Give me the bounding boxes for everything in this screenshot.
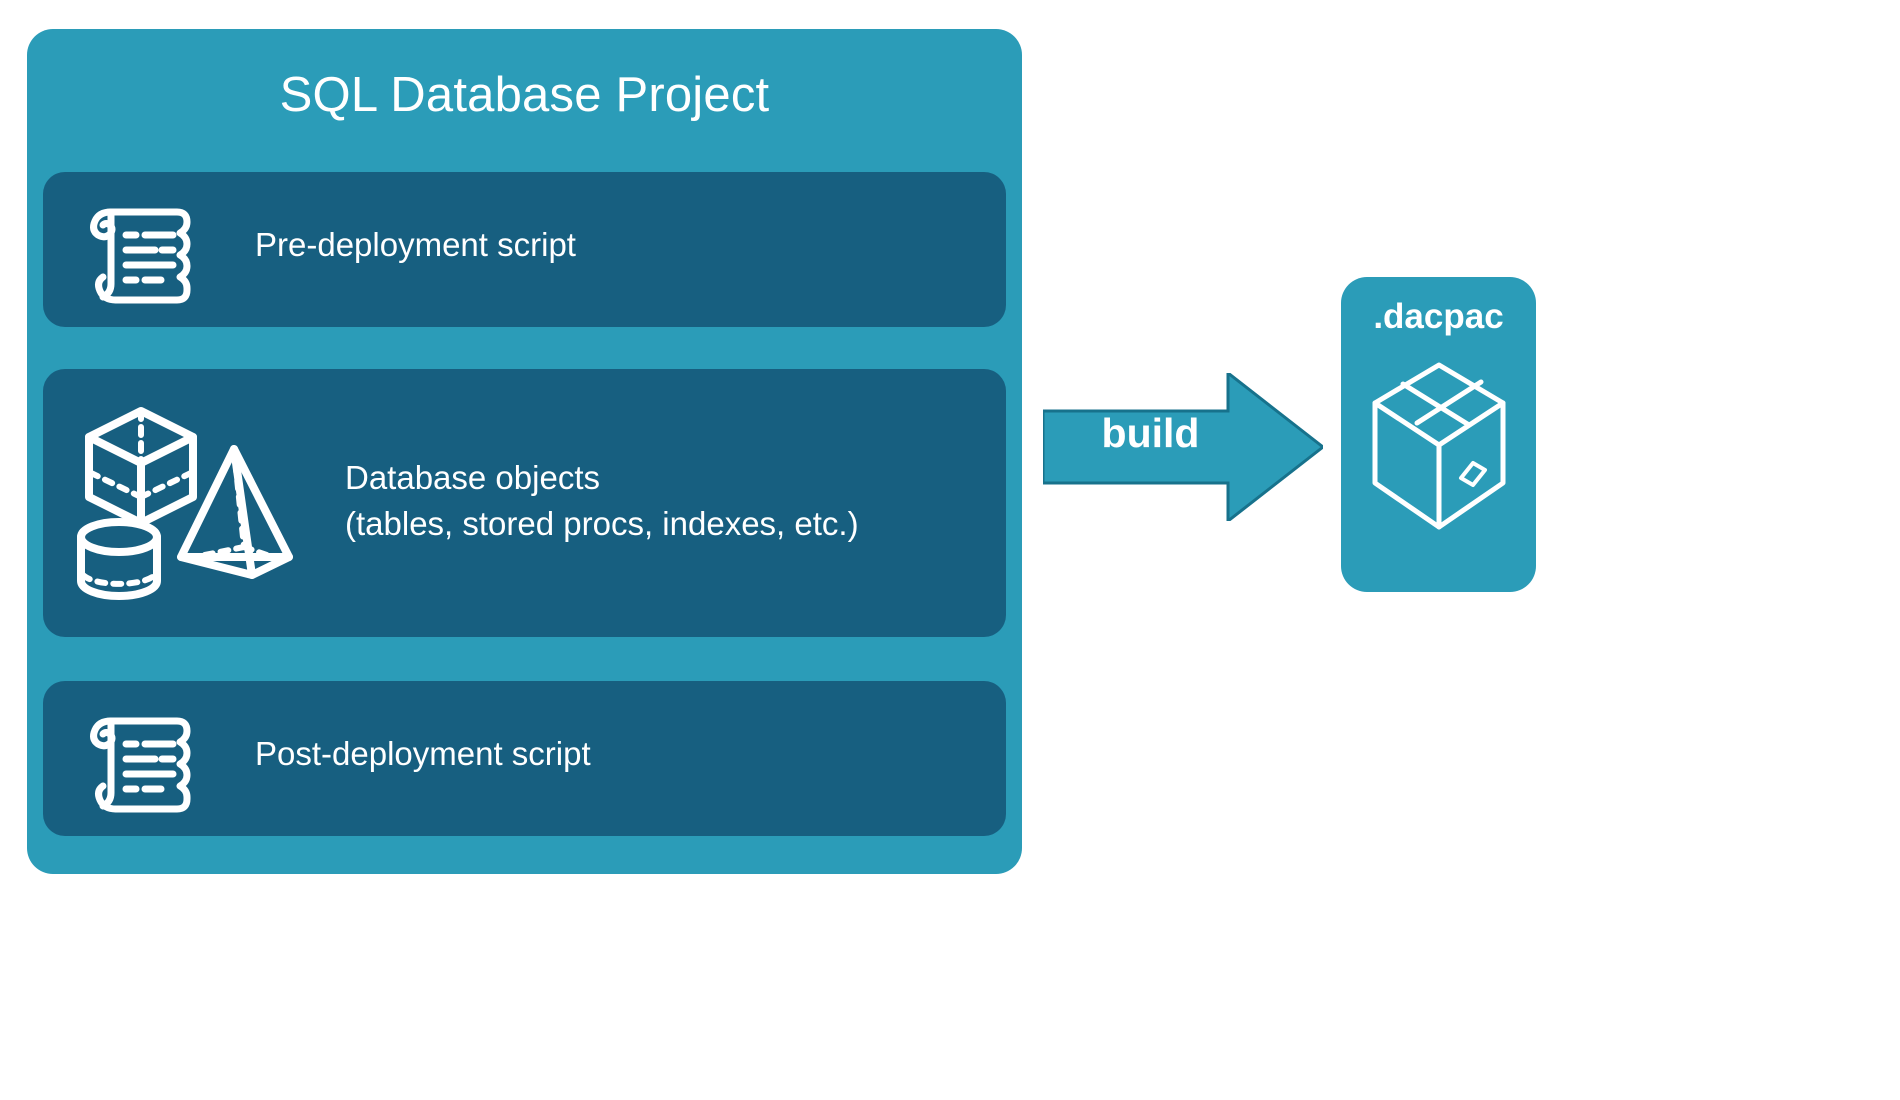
card-database-objects[interactable]: Database objects (tables, stored procs, …: [43, 369, 1006, 637]
card-pre-deployment-label: Pre-deployment script: [255, 226, 576, 263]
card-database-objects-label: Database objects (tables, stored procs, …: [345, 459, 859, 542]
package-box-icon: [1369, 359, 1509, 539]
card-pre-deployment[interactable]: Pre-deployment script: [43, 172, 1006, 327]
page-title: SQL Database Project: [279, 68, 770, 122]
shapes-icon: [71, 397, 331, 617]
card-post-deployment[interactable]: Post-deployment script: [43, 681, 1006, 836]
sql-database-project-container: SQL Database Project Pre-deployment scr: [27, 29, 1022, 874]
dacpac-output-panel[interactable]: .dacpac: [1341, 277, 1536, 592]
card-post-deployment-label: Post-deployment script: [255, 735, 591, 772]
build-arrow-icon: [1043, 373, 1323, 521]
dacpac-label: .dacpac: [1373, 297, 1504, 336]
scroll-icon: [81, 707, 201, 818]
scroll-icon: [81, 198, 201, 309]
